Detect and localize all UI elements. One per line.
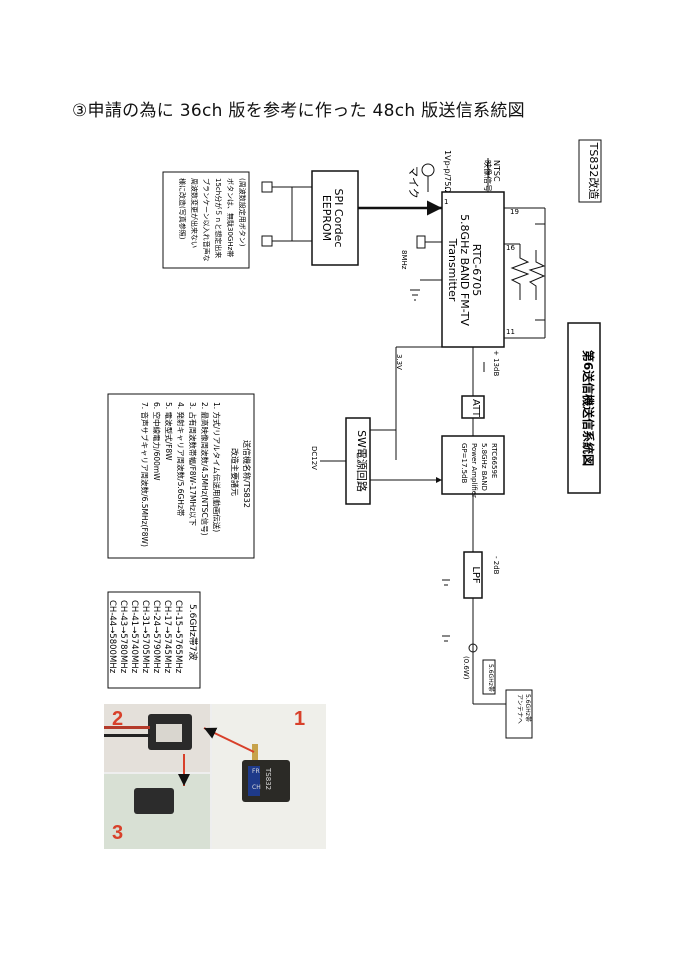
- channel-item: CH-43→5780MHz: [118, 600, 128, 674]
- spec-items: 1. 方式/リアルタイム伝送用(動画伝送)2. 最高映像周波数/4.5MHz(N…: [140, 402, 222, 547]
- spec-item: 1. 方式/リアルタイム伝送用(動画伝送): [212, 402, 222, 532]
- arrows-overlay: [178, 727, 255, 786]
- channel-item: CH-44→5800MHz: [107, 600, 117, 674]
- red-arrow-1: [203, 727, 255, 753]
- att-label: ATT: [470, 399, 481, 418]
- channel-item: CH-31→5705MHz: [140, 600, 150, 674]
- pin16: 16: [506, 244, 515, 252]
- page-title: ③申請の為に 36ch 版を参考に作った 48ch 版送信系統図: [72, 101, 525, 121]
- spec-item: 6. 空中線電力/600mW: [152, 402, 162, 481]
- plus13-label: + 13dB: [492, 350, 500, 376]
- button-bottom: [261, 235, 273, 247]
- out-power-label: (0.6W): [462, 656, 470, 680]
- spec-item: 7. 音声サブキャリア周波数/6.5MHz(F8W): [140, 402, 150, 547]
- antenna-box: [505, 689, 533, 739]
- crystal-symbol: [416, 235, 426, 249]
- ntsc-line1: NTSC: [492, 160, 501, 182]
- photo-panel-2: [104, 704, 210, 772]
- ts832-label: TS832改造: [587, 142, 601, 200]
- spec-item: 2. 最高映像周波数/4.5MHz(NTSC信号): [200, 402, 210, 536]
- channel-item: CH-41→5740MHz: [129, 600, 139, 674]
- photo-panel-3: [104, 774, 210, 849]
- system-title-box: [567, 322, 601, 494]
- resistor-2: [528, 250, 546, 300]
- device-plate-2: [156, 724, 182, 742]
- ntsc-label: NTSC 映像信号: [483, 160, 501, 192]
- pa-l2: 5.8GHz BAND: [480, 443, 488, 491]
- pa-l3: Power Amplifier: [470, 443, 478, 498]
- photo-number-3: 3: [112, 822, 124, 844]
- v33-label: 3.3V: [395, 354, 403, 370]
- channel-header: 5.6GHz帯7波: [187, 604, 199, 661]
- spec-item: 4. 発射キャリア周波数/5.6GHz帯: [176, 402, 186, 517]
- label-line: 5.8GHz BAND FM-TV: [458, 214, 471, 326]
- note-text: (周波数設定用ボタン) ボタンは、無駄30GHz帯 15ch分が５ｎと想定出来 …: [178, 178, 247, 264]
- device-text-1: TS832: [264, 768, 272, 791]
- channel-item: CH-17→5745MHz: [162, 600, 172, 674]
- mic-label: マイク: [407, 166, 420, 199]
- note-l4: ブランケーン以入れ音声な: [202, 178, 211, 262]
- meter-label: 5.6GHz帯: [487, 664, 495, 692]
- system-title: 第6送信機送信系統図: [581, 350, 596, 466]
- spec-header1: 送信機名称/TS832: [242, 440, 252, 508]
- xtal-label: 8MHz: [400, 250, 408, 270]
- label-line: SPI Cordec: [332, 189, 345, 248]
- pin1: 1: [444, 198, 448, 206]
- label-line: EEPROM: [320, 195, 333, 241]
- resistor-1: [510, 244, 530, 300]
- minus2-label: - 2dB: [492, 556, 500, 575]
- channel-items: CH-15→5765MHzCH-17→5745MHzCH-24→5790MHzC…: [107, 600, 183, 674]
- device-stripe-1: [248, 766, 260, 796]
- spec-header2: 改造主要諸元: [230, 448, 240, 496]
- antenna-text: 5.6GHz帯 アンテナへ: [516, 694, 532, 724]
- ground-1: [410, 289, 420, 301]
- sw-label: SW電源回路: [355, 430, 369, 492]
- channel-item: CH-15→5765MHz: [173, 600, 183, 674]
- channel-box: [107, 591, 201, 689]
- note-box: [162, 171, 250, 269]
- pin19: 19: [510, 208, 519, 216]
- spec-item: 5. 電波型式/F8W: [164, 402, 174, 461]
- spec-box: [107, 393, 255, 559]
- pa-l4: GP=17.5dB: [460, 443, 468, 484]
- ground-out: [442, 635, 450, 642]
- note-l2: ボタンは、無駄30GHz帯: [226, 178, 235, 257]
- coupler: [468, 643, 478, 653]
- photo-panel-1: TS832 FR CH: [212, 704, 326, 849]
- antenna-l1: 5.6GHz帯: [524, 694, 532, 722]
- note-l3: 15ch分が５ｎと想定出来: [214, 178, 223, 258]
- transmitter-label: RTC-67055.8GHz BAND FM-TVTransmitter: [446, 214, 483, 326]
- ts832-label-box: [578, 139, 602, 203]
- impedance-label: 1Vp-p/75Ω: [443, 150, 452, 193]
- pa-text: RTC6659E 5.8GHz BAND Power Amplifier GP=…: [460, 443, 498, 500]
- device-fr-1: FR: [252, 768, 260, 775]
- photo-number-1: 1: [294, 708, 306, 730]
- device-photo: TS832 FR CH 1 2 3: [104, 704, 326, 849]
- spec-item: 3. 占有周波数帯幅/F8W-17MHz以下: [188, 402, 198, 527]
- antenna-l2: アンテナへ: [516, 694, 523, 724]
- pin11: 11: [506, 328, 515, 336]
- device-image-3: [134, 788, 174, 814]
- dc12-label: DC12V: [310, 446, 318, 470]
- wire-2b: [104, 734, 150, 737]
- spi-label: SPI CordecEEPROM: [320, 189, 345, 248]
- note-l6: 様に改造(写真参照): [178, 178, 187, 240]
- wire-2: [104, 726, 150, 729]
- photo-number-2: 2: [112, 708, 124, 730]
- antenna-connector: [252, 744, 258, 760]
- label-line: RTC-6705: [470, 244, 483, 297]
- note-l1: (周波数設定用ボタン): [238, 178, 247, 247]
- spi-box: [311, 170, 359, 266]
- ground-lpf: [442, 579, 450, 586]
- meter-box: [482, 659, 496, 695]
- lpf-label: LPF: [470, 566, 481, 584]
- pa-l1: RTC6659E: [490, 443, 498, 478]
- channel-item: CH-24→5790MHz: [151, 600, 161, 674]
- note-l5: 周波数変更が出来ない: [190, 178, 199, 248]
- label-line: Transmitter: [446, 238, 459, 302]
- button-top: [261, 181, 273, 193]
- mic-symbol: [421, 163, 435, 177]
- device-ch-1: CH: [252, 784, 261, 791]
